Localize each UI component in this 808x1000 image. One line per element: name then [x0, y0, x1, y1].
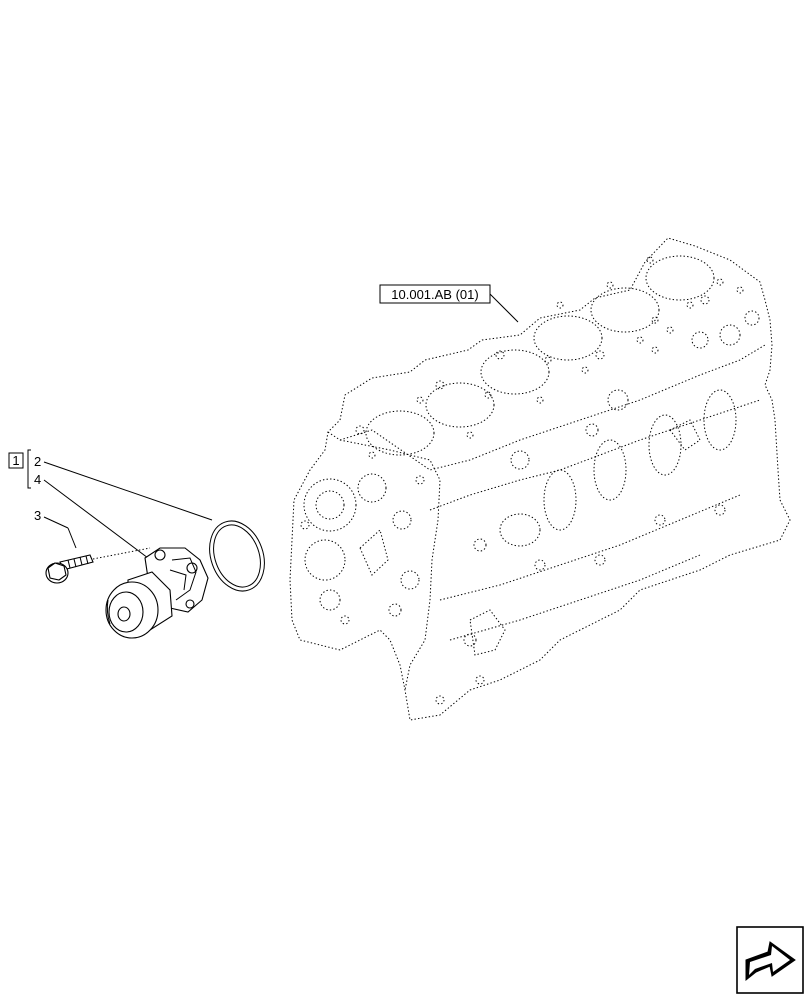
callout-group: 1 2 4 3	[8, 449, 213, 559]
next-page-arrow-icon[interactable]	[736, 926, 804, 994]
bolt	[45, 547, 151, 584]
callout-3: 3	[34, 508, 41, 523]
group-bracket	[27, 449, 31, 489]
callout-4: 4	[34, 472, 41, 487]
leader-line-2	[43, 461, 213, 521]
engine-block-outline	[289, 237, 791, 721]
reference-label: 10.001.AB (01)	[391, 287, 478, 302]
reference-leader-line	[489, 293, 519, 323]
leader-line-3b	[67, 527, 77, 549]
group-box-label: 1	[12, 453, 19, 468]
reference-box[interactable]: 10.001.AB (01)	[379, 284, 519, 323]
leader-line-4	[43, 479, 149, 559]
callout-2: 2	[34, 454, 41, 469]
o-ring-seal	[209, 520, 265, 592]
water-pump	[105, 547, 209, 639]
leader-line-3	[43, 516, 69, 529]
group-box	[8, 452, 24, 469]
